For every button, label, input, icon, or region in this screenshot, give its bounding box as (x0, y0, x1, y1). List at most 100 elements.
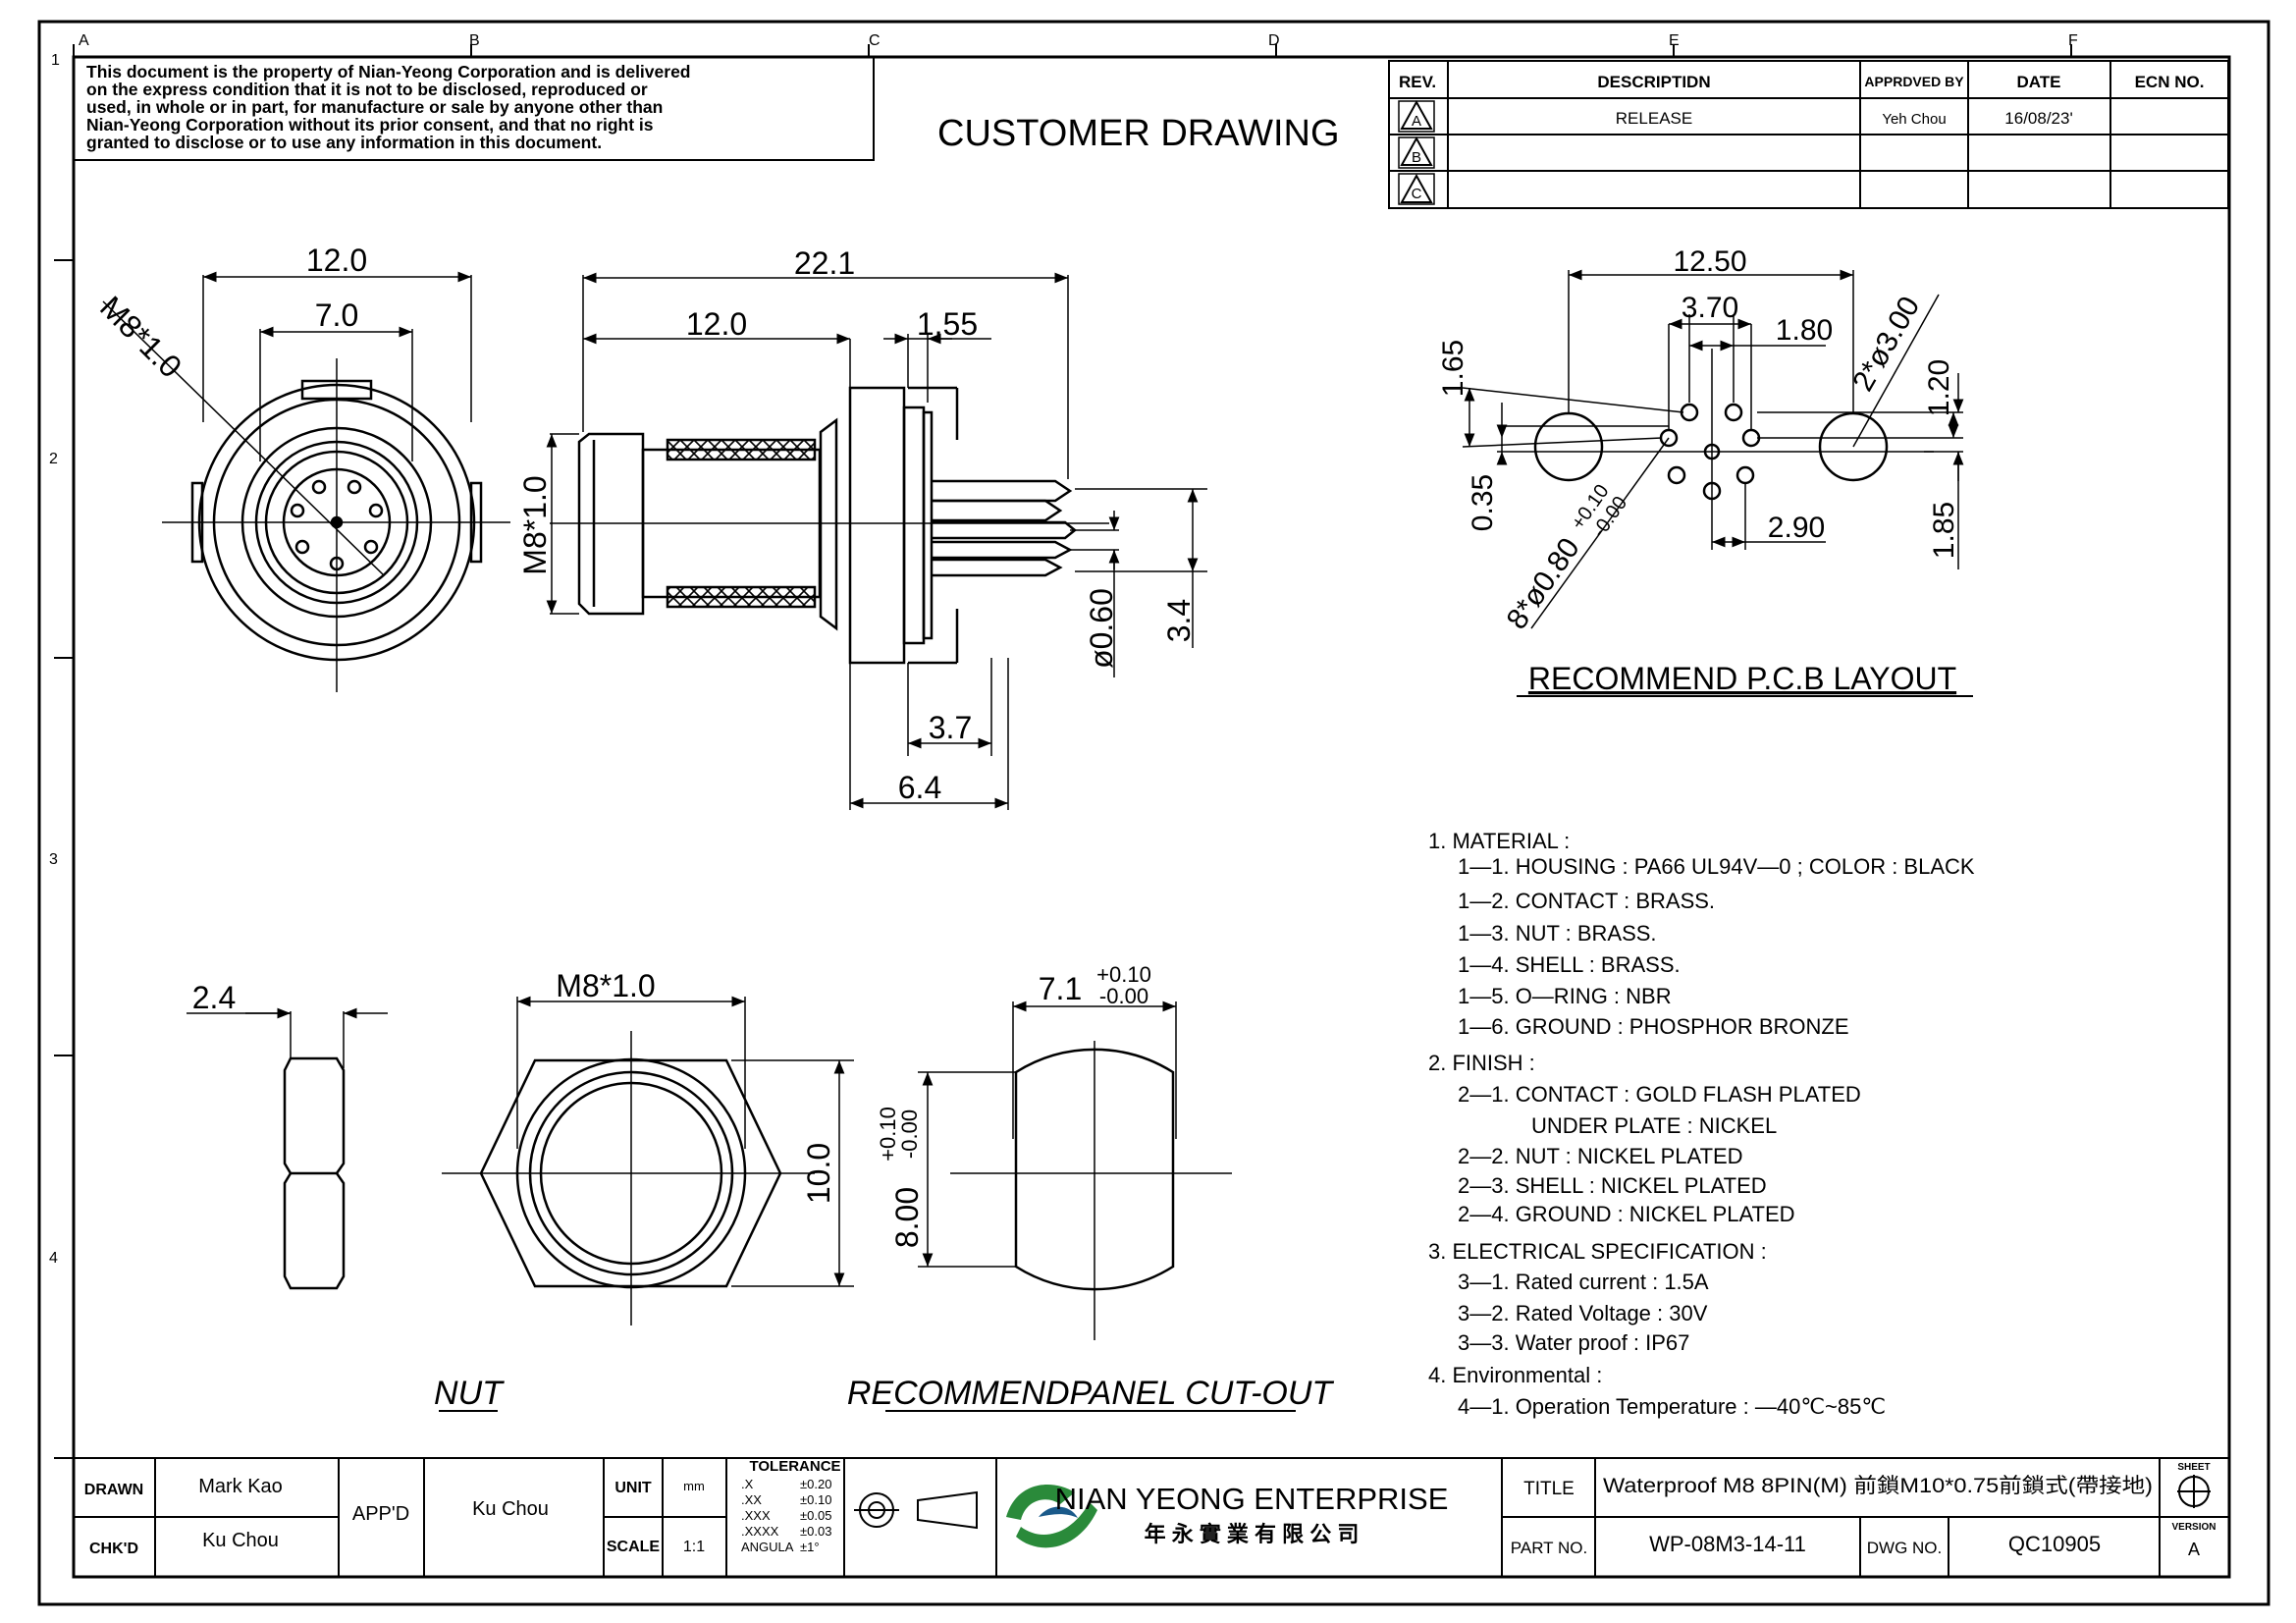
tolerance-block: TOLERANCE .X ±0.20 .XX ±0.10 .XXX ±0.05 … (741, 1458, 841, 1554)
note-line: 2—2. NUT : NICKEL PLATED (1458, 1144, 1743, 1168)
col-marker-e: E (1669, 32, 1680, 49)
svg-text:.XX: .XX (741, 1492, 762, 1507)
rev-a-date: 16/08/23' (2004, 109, 2072, 128)
version-value: A (2188, 1540, 2200, 1559)
note-line: 1—4. SHELL : BRASS. (1458, 952, 1681, 977)
unit-value: mm (683, 1479, 705, 1493)
pcb-dim-1-80: 1.80 (1776, 314, 1833, 347)
nut-side-dims (187, 1007, 388, 1068)
pcb-dim-2-90: 2.90 (1768, 512, 1825, 544)
side-dim-1-55: 1.55 (917, 306, 978, 342)
company-logo-icon (1006, 1485, 1097, 1548)
note-line: UNDER PLATE : NICKEL (1531, 1113, 1777, 1138)
notice-text: This document is the property of Nian-Ye… (86, 62, 691, 152)
side-view (577, 386, 1078, 665)
scale-label: SCALE (607, 1539, 661, 1555)
nut-side-view (283, 1056, 346, 1290)
svg-text:.XXX: .XXX (741, 1508, 771, 1523)
note-line: 2—1. CONTACT : GOLD FLASH PLATED (1458, 1082, 1861, 1107)
rev-c-symbol: C (1398, 173, 1435, 205)
nut-dim-thread: M8*1.0 (556, 968, 655, 1003)
note-line: 3—1. Rated current : 1.5A (1458, 1270, 1709, 1294)
front-view-centerlines (102, 300, 510, 692)
nut-label: NUT (434, 1375, 505, 1412)
note-line: 4—1. Operation Temperature : —40℃~85℃ (1458, 1394, 1886, 1419)
col-marker-f: F (2068, 32, 2078, 49)
appd-label: APP'D (352, 1503, 409, 1525)
cutout-dim-7-1: 7.1 (1039, 971, 1082, 1006)
side-dim-pin-dia: ø0.60 (1084, 588, 1119, 669)
chkd-label: CHK'D (89, 1541, 138, 1557)
row-marker-4: 4 (49, 1250, 58, 1267)
svg-text:TOLERANCE: TOLERANCE (749, 1458, 840, 1475)
title-label: TITLE (1523, 1479, 1575, 1499)
note-line: 3—2. Rated Voltage : 30V (1458, 1301, 1708, 1325)
pcb-layout-centerlines (1497, 270, 1934, 550)
rev-header-description: DESCRIPTIDN (1597, 73, 1710, 91)
side-dim-6-4: 6.4 (898, 770, 941, 805)
scale-value: 1:1 (683, 1539, 705, 1555)
cutout-dim-8-00-plus: +0.10 (876, 1107, 900, 1162)
title-value: Waterproof M8 8PIN(M) 前鎖M10*0.75前鎖式(帶接地) (1603, 1475, 2153, 1497)
svg-text:B: B (1412, 149, 1421, 166)
note-line: 3—3. Water proof : IP67 (1458, 1330, 1689, 1355)
pcb-dim-12-50: 12.50 (1673, 245, 1746, 278)
appd-value: Ku Chou (472, 1498, 549, 1520)
side-dim-3-4: 3.4 (1161, 599, 1197, 642)
side-view-dimensions (546, 272, 1207, 810)
pcb-layout-dimensions (1462, 269, 1964, 629)
note-line: 2—4. GROUND : NICKEL PLATED (1458, 1202, 1795, 1226)
cutout-dim-7-1-plus: +0.10 (1096, 962, 1151, 987)
pcb-dim-1-85: 1.85 (1928, 502, 1960, 559)
revision-table (1388, 60, 2229, 209)
svg-text:±1°: ±1° (800, 1540, 820, 1554)
svg-text:±0.03: ±0.03 (800, 1524, 831, 1539)
note-line: 1—3. NUT : BRASS. (1458, 921, 1657, 946)
dwg-value: QC10905 (2008, 1532, 2101, 1556)
svg-text:ANGULA: ANGULA (741, 1540, 794, 1554)
cutout-dim-7-1-minus: -0.00 (1099, 984, 1148, 1008)
pcb-layout-title: RECOMMEND P.C.B LAYOUT (1528, 661, 1956, 696)
note-line: 1—5. O—RING : NBR (1458, 984, 1672, 1008)
pcb-dim-1-65: 1.65 (1437, 340, 1469, 397)
version-label: VERSION (2171, 1522, 2216, 1533)
pcb-dim-3-70: 3.70 (1682, 292, 1738, 324)
svg-text:.X: .X (741, 1477, 754, 1491)
title-block-grid (73, 1457, 2230, 1578)
col-marker-d: D (1268, 32, 1280, 49)
row-marker-1: 1 (51, 52, 60, 69)
cutout-label: RECOMMENDPANEL CUT-OUT (847, 1375, 1335, 1412)
panel-cutout-dims (918, 1001, 1177, 1268)
row-marker-3: 3 (49, 851, 58, 868)
pcb-dim-2-dia-3: 2*ø3.00 (1846, 291, 1926, 397)
svg-text:on the express condition tha: on the express condition that it is not … (86, 80, 648, 99)
note-line: 1. MATERIAL : (1428, 829, 1570, 853)
chkd-value: Ku Chou (202, 1530, 279, 1551)
svg-text:±0.20: ±0.20 (800, 1477, 831, 1491)
rev-header-approved: APPRDVED BY (1864, 74, 1964, 89)
notes: 1. MATERIAL : 1—1. HOUSING : PA66 UL94V—… (1428, 829, 1975, 1419)
projection-symbol-icon (854, 1490, 978, 1530)
rev-b-symbol: B (1398, 135, 1435, 169)
note-line: 4. Environmental : (1428, 1363, 1602, 1387)
dwg-label: DWG NO. (1867, 1539, 1943, 1557)
col-marker-a: A (79, 32, 89, 49)
company-name-zh: 年 永 實 業 有 限 公 司 (1145, 1522, 1360, 1546)
rev-header-date: DATE (2016, 73, 2060, 91)
customer-drawing-label: CUSTOMER DRAWING (937, 113, 1340, 154)
svg-text:.XXXX: .XXXX (741, 1524, 779, 1539)
note-line: 1—6. GROUND : PHOSPHOR BRONZE (1458, 1014, 1849, 1039)
drawn-value: Mark Kao (198, 1476, 283, 1497)
rev-a-symbol: A (1398, 99, 1435, 133)
panel-cutout (1014, 1048, 1175, 1291)
unit-label: UNIT (614, 1480, 652, 1496)
pcb-layout (1533, 403, 1889, 501)
rev-a-approved: Yeh Chou (1882, 111, 1946, 128)
front-view-dimensions (202, 271, 472, 461)
cutout-dim-8-00-minus: -0.00 (897, 1109, 922, 1159)
rev-a-description: RELEASE (1616, 109, 1692, 128)
col-marker-c: C (869, 32, 881, 49)
svg-text:±0.10: ±0.10 (800, 1492, 831, 1507)
row-marker-2: 2 (49, 451, 58, 467)
